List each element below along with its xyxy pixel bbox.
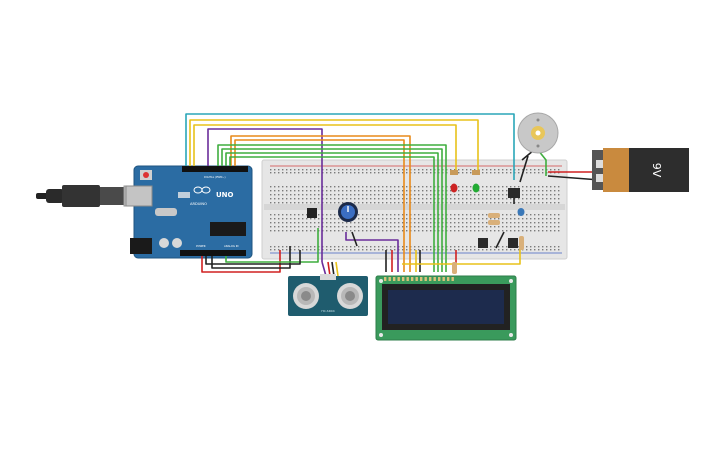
wire-black-bottom xyxy=(211,246,291,269)
transistor-left xyxy=(307,208,317,218)
wire-red-bottom xyxy=(201,250,281,273)
wire-green-2 xyxy=(221,148,443,272)
led-red xyxy=(450,170,458,193)
battery-voltage-label: 9V xyxy=(650,163,663,178)
resistor-4 xyxy=(519,236,524,250)
arduino-uno-board: UNO ARDUINO DIGITAL (PWM~) POWER ANALOG … xyxy=(125,165,253,259)
transistor-2 xyxy=(478,238,488,248)
resistor-1 xyxy=(488,213,500,218)
wire-yellow-2 xyxy=(193,124,457,175)
breadboard xyxy=(261,159,568,260)
power-header-label: POWER xyxy=(196,244,206,248)
transistor-1 xyxy=(508,188,520,198)
potentiometer xyxy=(338,202,358,222)
ultrasonic-sensor: HC-SR04 xyxy=(288,274,368,316)
wire-teal xyxy=(185,113,515,180)
analog-header-label: ANALOG IN xyxy=(224,244,238,248)
wire-yellow-1 xyxy=(189,119,479,175)
resistor-3 xyxy=(452,262,457,274)
lcd-pin-header xyxy=(384,277,454,281)
wire-black-bottom-2 xyxy=(205,250,301,265)
wire-green-bottom xyxy=(225,228,319,263)
breadboard-components xyxy=(307,170,525,274)
digital-header-label: DIGITAL (PWM~) xyxy=(204,175,226,179)
sensor-transducer-right xyxy=(337,283,363,309)
dc-motor xyxy=(517,112,559,154)
wire-purple xyxy=(207,128,323,262)
led-blue xyxy=(517,208,525,216)
arduino-brand-text: ARDUINO xyxy=(190,202,207,206)
battery-9v: 9V xyxy=(592,148,689,192)
wire-green-3 xyxy=(225,152,439,272)
ultrasonic-sensor-label: HC-SR04 xyxy=(321,309,334,313)
resistor-2 xyxy=(488,220,500,225)
wire-orange-1 xyxy=(230,135,411,272)
usb-cable xyxy=(36,185,151,207)
sensor-transducer-left xyxy=(293,283,319,309)
wire-green-1 xyxy=(217,144,447,272)
transistor-3 xyxy=(508,238,518,248)
lcd-16x2 xyxy=(375,275,517,341)
wire-green-4 xyxy=(229,156,435,272)
led-green xyxy=(472,170,480,193)
arduino-uno-logo: UNO xyxy=(216,191,234,199)
